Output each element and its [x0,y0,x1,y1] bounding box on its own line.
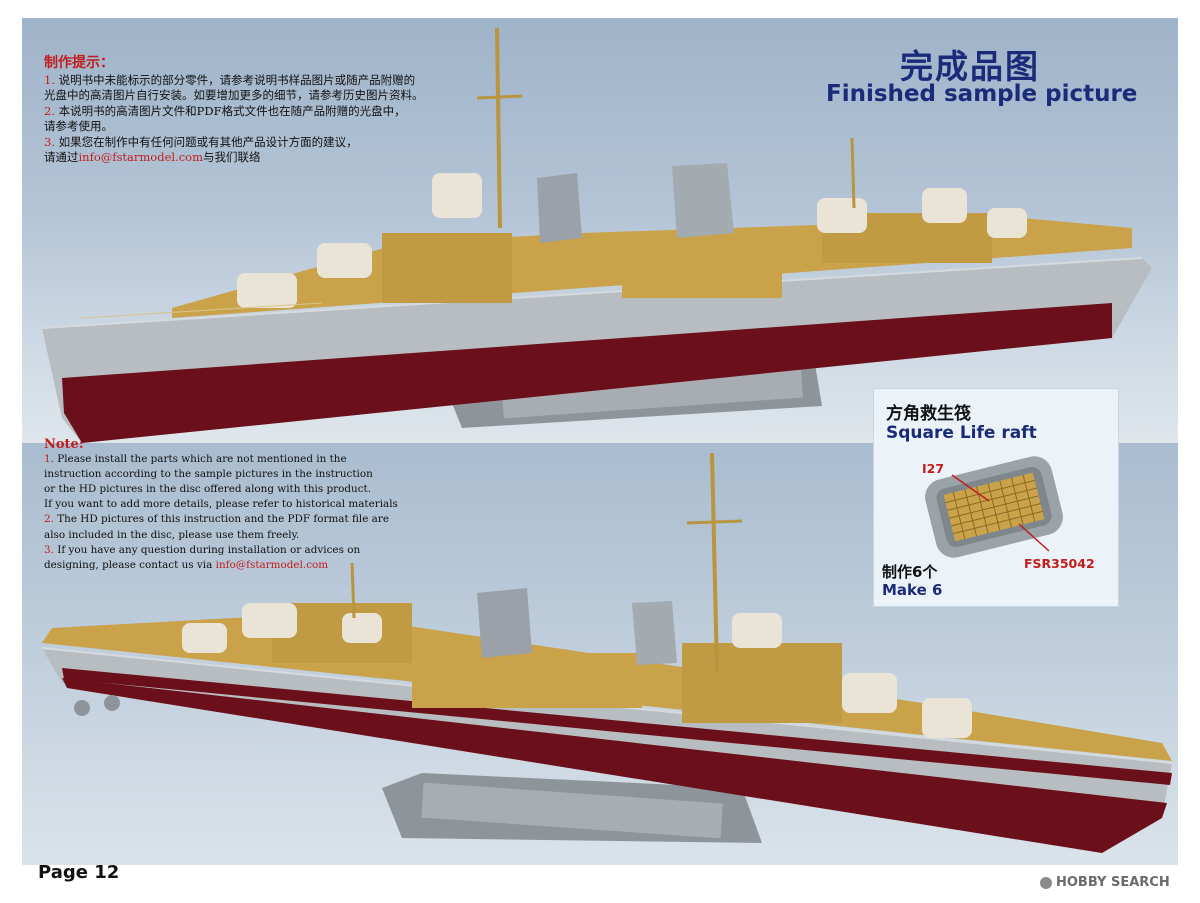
life-raft-inset: 方角救生筏 Square Life raft I27 FSR35042 制作6个… [873,388,1119,607]
note-en-1-number: 1. [44,453,54,466]
note-cn-1-number: 1. [44,72,55,87]
note-cn-1: 说明书中未能标示的部分零件，请参考说明书样品图片或随产品附赠的 [54,72,416,87]
note-en-1-line3: or the HD pictures in the disc offered a… [44,483,372,496]
note-cn-3: 如果您在制作中有任何问题或有其他产品设计方面的建议， [54,134,358,149]
ship-model-top-image [41,27,1152,443]
note-en-2: The HD pictures of this instruction and … [53,513,389,526]
life-raft-image [925,456,1063,558]
part-label-i27: I27 [922,461,945,476]
make-count-en: Make 6 [882,581,943,599]
note-cn-2-number: 2. [44,103,55,118]
note-en-1-line2: instruction according to the sample pict… [44,468,373,481]
part-label-fsr35042: FSR35042 [1024,556,1095,571]
ship-model-bottom-image [41,452,1173,853]
note-en-1-line4: If you want to add more details, please … [44,498,398,511]
hobby-search-logo-icon [1040,876,1052,889]
watermark-text: HOBBY SEARCH [1056,875,1170,890]
note-en-1: Please install the parts which are not m… [53,453,347,466]
notes-en: Note: 1. Please install the parts which … [44,437,398,573]
finished-title-en: Finished sample picture [826,81,1138,107]
note-cn-3-cont: 请通过 [44,150,79,164]
notes-en-title: Note: [44,437,84,452]
finished-title-cn: 完成品图 [900,47,1040,86]
email-link-en[interactable]: info@fstarmodel.com [215,558,329,571]
note-en-2-number: 2. [44,513,54,526]
note-cn-3-end: 与我们联络 [203,150,261,164]
notes-cn-title: 制作提示： [44,55,114,71]
page-number: Page 12 [38,862,120,883]
note-en-3-number: 3. [44,543,54,556]
watermark: HOBBY SEARCH [1040,875,1170,890]
make-count-cn: 制作6个 [882,563,938,581]
email-link-cn[interactable]: info@fstarmodel.com [78,150,204,164]
note-en-3: If you have any question during installa… [53,543,361,556]
raft-title-cn: 方角救生筏 [886,404,971,424]
notes-cn: 制作提示： 1. 说明书中未能标示的部分零件，请参考说明书样品图片或随产品附赠的… [44,55,424,166]
note-en-3-line2: designing, please contact us via [44,558,216,571]
note-cn-2-cont: 请参考使用。 [44,119,113,133]
note-cn-3-number: 3. [44,134,55,149]
note-en-2-line2: also included in the disc, please use th… [44,528,300,541]
top-ship-photo: 完成品图 Finished sample picture [22,18,1178,443]
note-cn-1-cont: 光盘中的高清图片自行安装。如要增加更多的细节，请参考历史图片资料。 [44,88,424,102]
raft-title-en: Square Life raft [886,423,1037,443]
note-cn-2: 本说明书的高清图片文件和PDF格式文件也在随产品附赠的光盘中， [54,103,406,118]
